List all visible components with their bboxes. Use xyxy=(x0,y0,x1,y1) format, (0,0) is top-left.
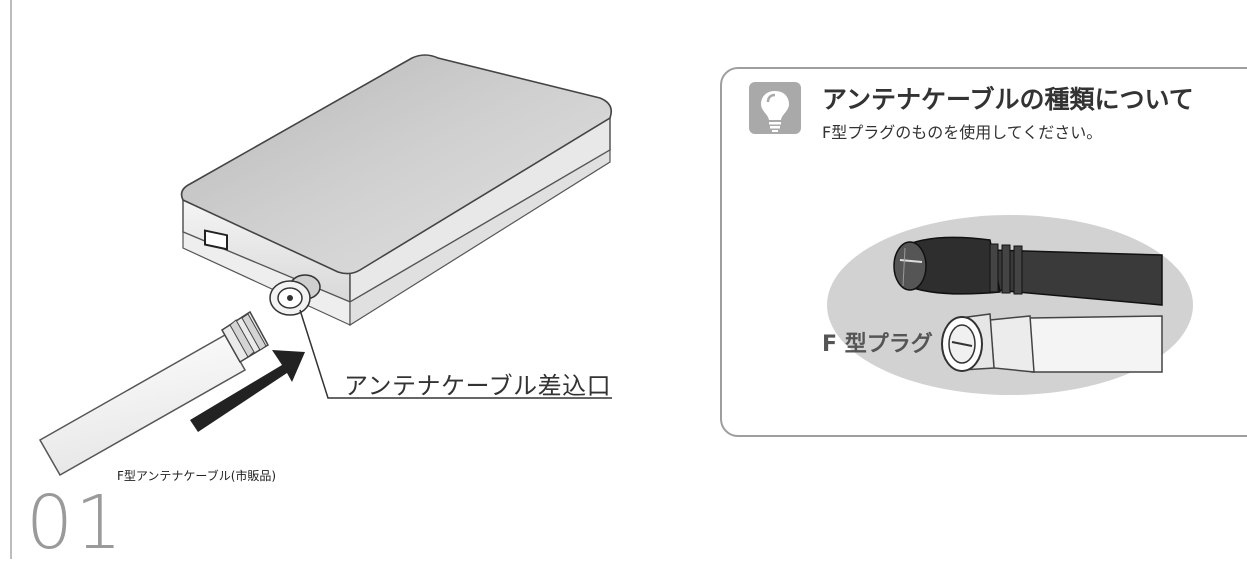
cable-caption: F型アンテナケーブル(市販品) xyxy=(117,469,277,483)
usb-port-icon xyxy=(204,229,228,251)
antenna-port-label: アンテナケーブル差込口 xyxy=(344,372,612,400)
device-top-face xyxy=(180,54,613,275)
lightbulb-icon xyxy=(749,82,801,134)
step-number: 01 xyxy=(26,480,125,566)
info-title: アンテナケーブルの種類について xyxy=(822,85,1194,114)
info-text: F型プラグのものを使用してください。 xyxy=(822,123,1103,142)
port-leader-line xyxy=(299,309,612,399)
antenna-port-icon xyxy=(269,274,321,316)
device-illustration xyxy=(38,54,613,477)
f-plug-label: F 型プラグ xyxy=(822,332,933,357)
left-divider-line xyxy=(10,0,12,559)
insert-arrow-icon xyxy=(190,350,305,432)
antenna-cable-icon xyxy=(38,310,270,477)
